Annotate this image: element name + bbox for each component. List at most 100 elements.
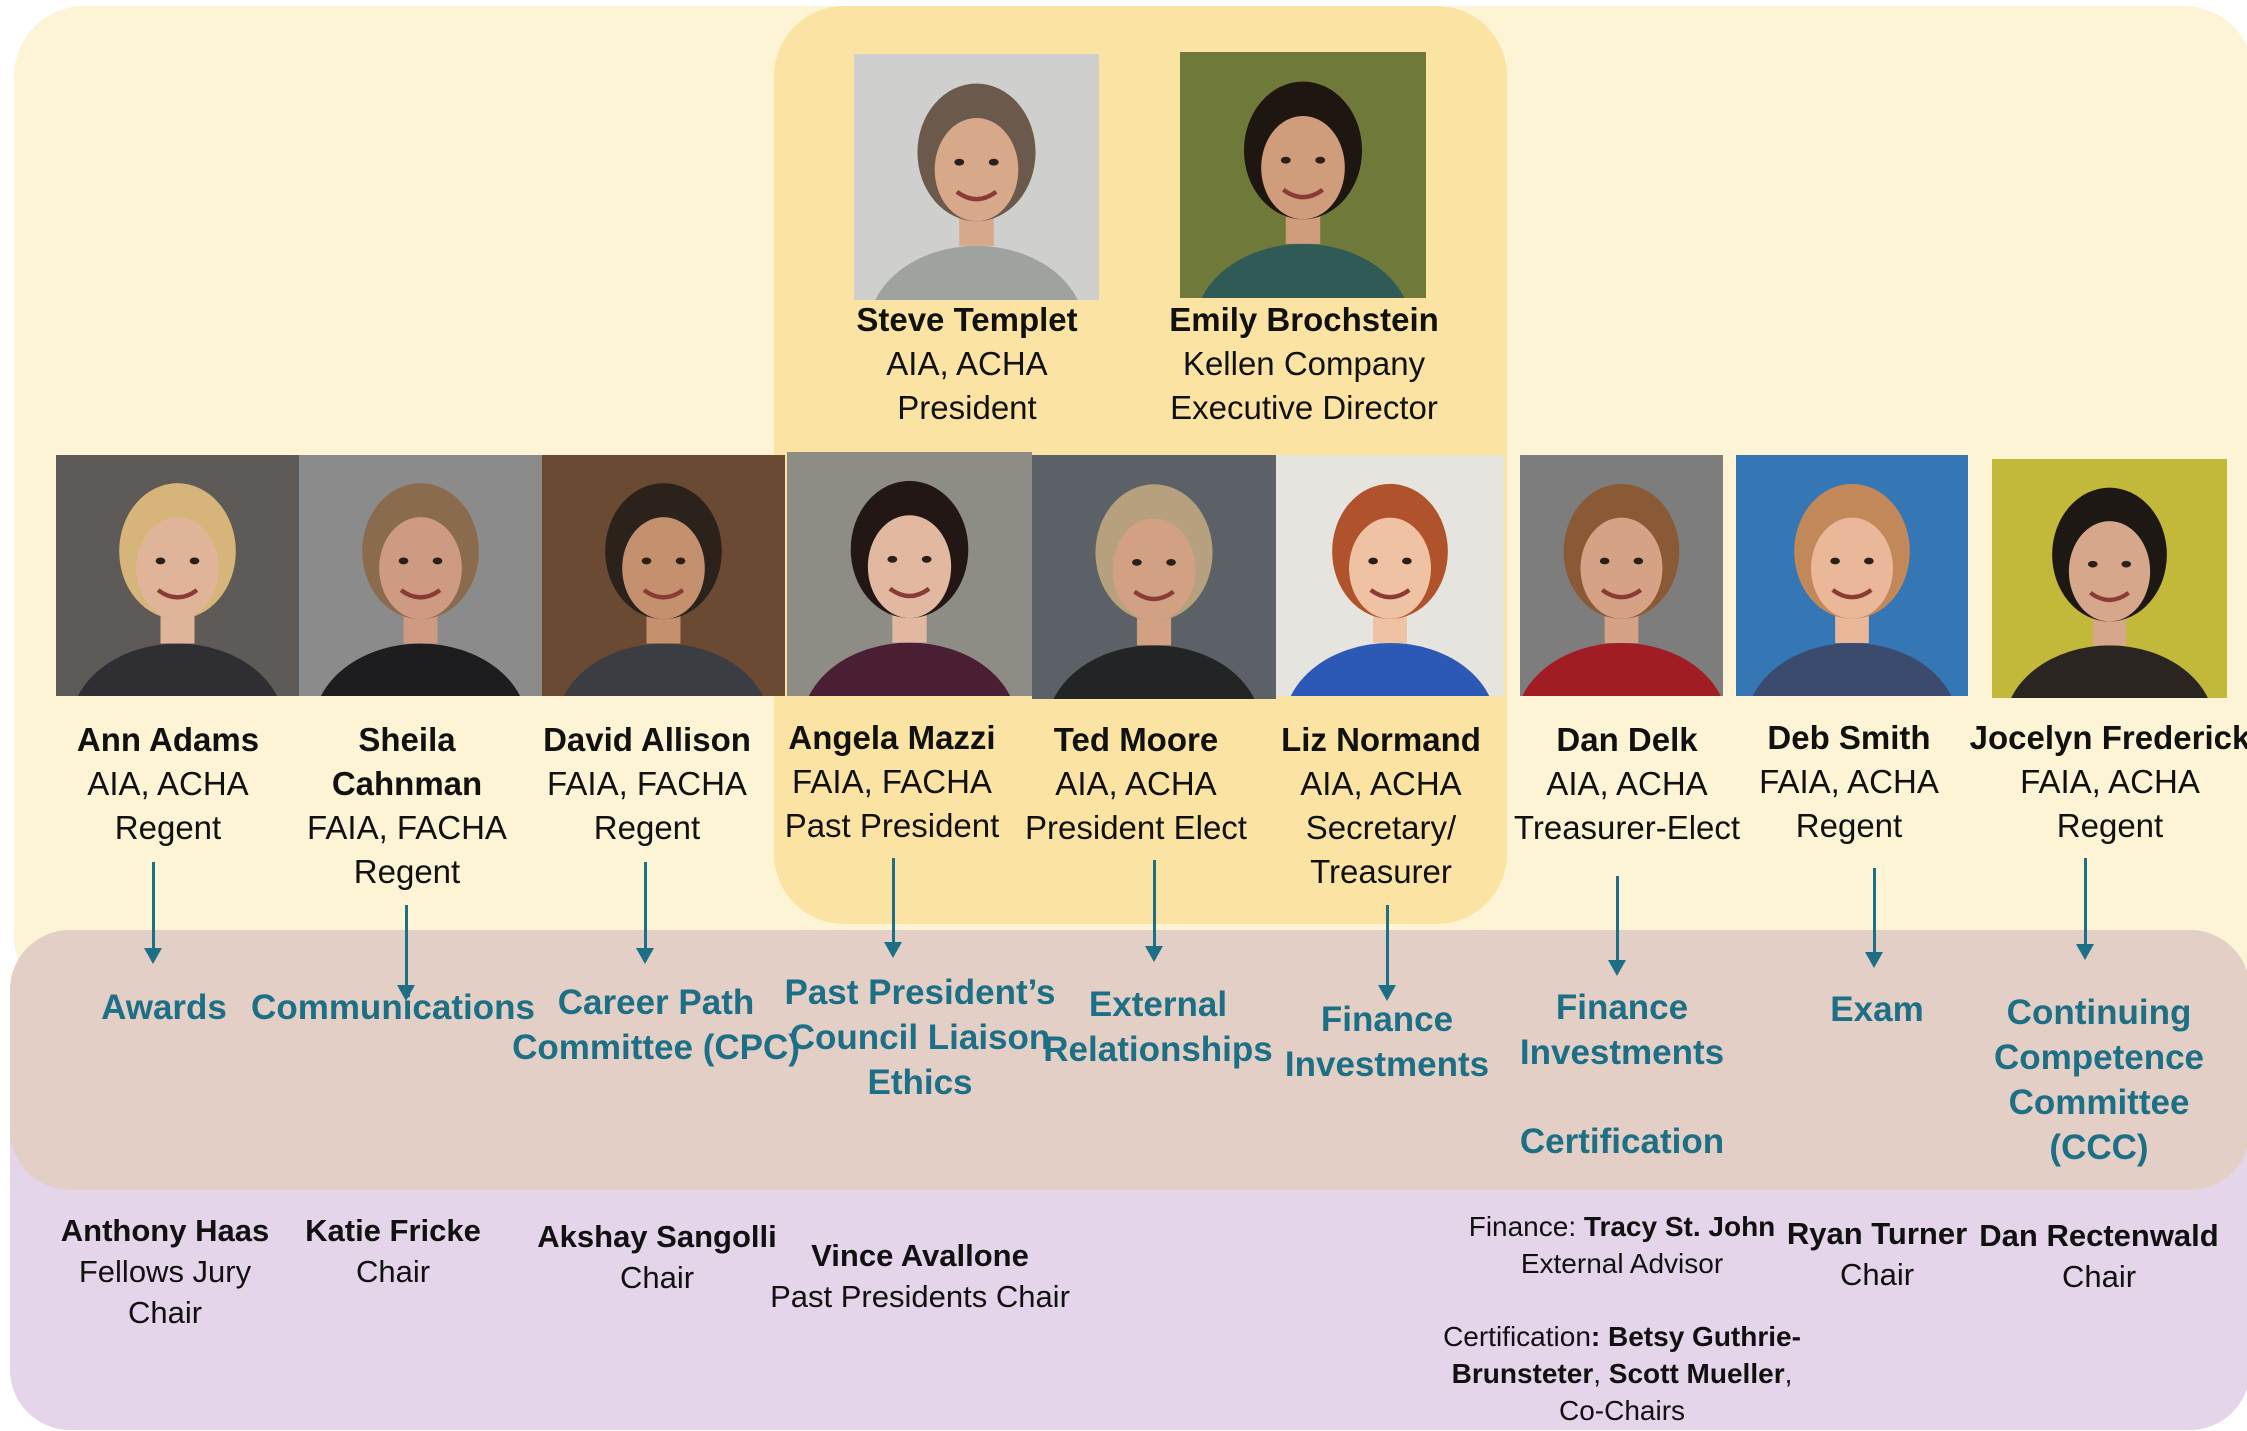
committee-line: Committee (CPC): [512, 1028, 800, 1067]
committee-awards: Awards: [101, 985, 227, 1030]
person-credentials: AIA, ACHA: [1055, 765, 1217, 802]
arrow-exam: [1865, 868, 1883, 968]
committee-line: Ethics: [867, 1063, 973, 1102]
chair-ryan-turner: Ryan Turner Chair: [1787, 1213, 1967, 1295]
chair-name: Akshay Sangolli: [537, 1219, 777, 1254]
chair-katie-fricke: Katie Fricke Chair: [305, 1210, 481, 1292]
person-role: Regent: [593, 809, 701, 846]
person-angela-mazzi: Angela Mazzi FAIA, FACHA Past President: [785, 716, 1000, 848]
portrait-image: [1520, 455, 1723, 696]
person-organization: Kellen Company: [1182, 345, 1426, 382]
person-steve-templet: Steve Templet AIA, ACHA President: [856, 298, 1077, 430]
photo-emily-brochstein: [1180, 52, 1426, 298]
committee-line: Finance: [1555, 988, 1689, 1027]
person-name: Deb Smith: [1767, 719, 1931, 756]
chair-name: Katie Fricke: [305, 1213, 481, 1248]
chair-role: Fellows Jury: [78, 1254, 252, 1289]
committee-past-presidents: Past President’s Council Liaison Ethics: [784, 970, 1055, 1105]
photo-steve-templet: [854, 54, 1099, 300]
chair-name: Anthony Haas: [60, 1213, 270, 1248]
chair-name: : Betsy Guthrie-: [1590, 1321, 1801, 1352]
chair-anthony-haas: Anthony Haas Fellows Jury Chair: [61, 1210, 269, 1333]
chair-finance-advisor: Finance: Tracy St. John External Advisor: [1469, 1208, 1776, 1282]
committee-career-path: Career Path Committee (CPC): [512, 980, 800, 1070]
person-name: Sheila Cahnman: [331, 721, 483, 802]
photo-ann-adams: [56, 455, 299, 696]
committee-communications: Communications: [251, 985, 535, 1030]
committee-line: Investments: [1519, 1033, 1725, 1072]
person-name: Liz Normand: [1281, 721, 1481, 758]
person-role-cont: Treasurer: [1310, 853, 1452, 890]
committees-region: [10, 930, 2247, 1190]
chair-separator: ,: [1784, 1358, 1793, 1389]
committee-line: Certification: [1519, 1122, 1725, 1161]
committee-finance-certification: Finance Investments Certification: [1520, 985, 1724, 1164]
committee-line: (CCC): [2049, 1128, 2149, 1167]
person-emily-brochstein: Emily Brochstein Kellen Company Executiv…: [1169, 298, 1439, 430]
person-credentials: FAIA, FACHA: [792, 763, 992, 800]
photo-angela-mazzi: [787, 452, 1032, 696]
arrow-finance-cert: [1608, 876, 1626, 976]
photo-david-allison: [542, 455, 785, 696]
committee-external: External Relationships: [1043, 982, 1272, 1072]
arrow-communications: [397, 905, 415, 1001]
arrow-external: [1145, 860, 1163, 962]
portrait-image: [1736, 455, 1968, 696]
committee-line: Relationships: [1043, 1030, 1273, 1069]
photo-deb-smith: [1736, 455, 1968, 696]
person-name: Ted Moore: [1053, 721, 1219, 758]
committee-line: Past President’s: [784, 973, 1056, 1012]
chair-role: Chair: [1839, 1257, 1915, 1292]
photo-ted-moore: [1032, 455, 1276, 699]
portrait-image: [1992, 459, 2227, 698]
person-credentials: FAIA, ACHA: [2020, 763, 2200, 800]
committee-line: Council Liaison: [789, 1018, 1051, 1057]
portrait-image: [1180, 52, 1426, 298]
chair-name: Ryan Turner: [1786, 1216, 1968, 1251]
chair-name: Dan Rectenwald: [1979, 1218, 2219, 1253]
chair-vince-avallone: Vince Avallone Past Presidents Chair: [770, 1235, 1070, 1317]
chair-prefix: Finance:: [1468, 1211, 1584, 1242]
chair-role: External Advisor: [1520, 1248, 1724, 1279]
photo-sheila-cahnman: [299, 455, 542, 696]
person-name: Jocelyn Frederick: [1969, 719, 2247, 756]
person-credentials: FAIA, ACHA: [1759, 763, 1939, 800]
person-role: Executive Director: [1170, 389, 1438, 426]
person-jocelyn-frederick: Jocelyn Frederick FAIA, ACHA Regent: [1970, 716, 2247, 848]
photo-liz-normand: [1276, 455, 1504, 696]
chair-separator: ,: [1593, 1358, 1609, 1389]
person-role: Regent: [114, 809, 222, 846]
portrait-image: [299, 455, 542, 696]
chair-akshay-sangolli: Akshay Sangolli Chair: [537, 1216, 776, 1298]
portrait-image: [854, 54, 1099, 300]
chair-prefix: Certification: [1443, 1321, 1591, 1352]
chair-name: Tracy St. John: [1583, 1211, 1776, 1242]
chair-role: Chair: [619, 1260, 695, 1295]
chair-name: Brunsteter: [1451, 1358, 1594, 1389]
person-dan-delk: Dan Delk AIA, ACHA Treasurer-Elect: [1514, 718, 1740, 850]
chair-role: Co-Chairs: [1558, 1395, 1686, 1426]
person-name: David Allison: [543, 721, 751, 758]
chair-name: Vince Avallone: [811, 1238, 1029, 1273]
committee-line: Continuing: [2006, 993, 2192, 1032]
committee-line: Competence: [1993, 1038, 2205, 1077]
person-name: Ann Adams: [76, 721, 260, 758]
person-credentials: AIA, ACHA: [886, 345, 1048, 382]
portrait-image: [542, 455, 785, 696]
person-name: Angela Mazzi: [788, 719, 996, 756]
person-credentials: AIA, ACHA: [1300, 765, 1462, 802]
chair-cert-line1: Certification: Betsy Guthrie-: [1443, 1318, 1801, 1355]
person-role: Past President: [784, 807, 1000, 844]
person-name: Steve Templet: [856, 301, 1078, 338]
person-credentials: AIA, ACHA: [1546, 765, 1708, 802]
person-ann-adams: Ann Adams AIA, ACHA Regent: [77, 718, 259, 850]
person-name: Emily Brochstein: [1169, 301, 1439, 338]
person-name: Dan Delk: [1556, 721, 1698, 758]
committee-ccc: Continuing Competence Committee (CCC): [1994, 990, 2204, 1170]
arrow-past-president: [884, 858, 902, 958]
chair-name: Scott Mueller: [1608, 1358, 1785, 1389]
committee-line: Career Path: [557, 983, 755, 1022]
person-credentials: FAIA, FACHA: [547, 765, 747, 802]
portrait-image: [1276, 455, 1504, 696]
chair-dan-rectenwald: Dan Rectenwald Chair: [1979, 1215, 2218, 1297]
